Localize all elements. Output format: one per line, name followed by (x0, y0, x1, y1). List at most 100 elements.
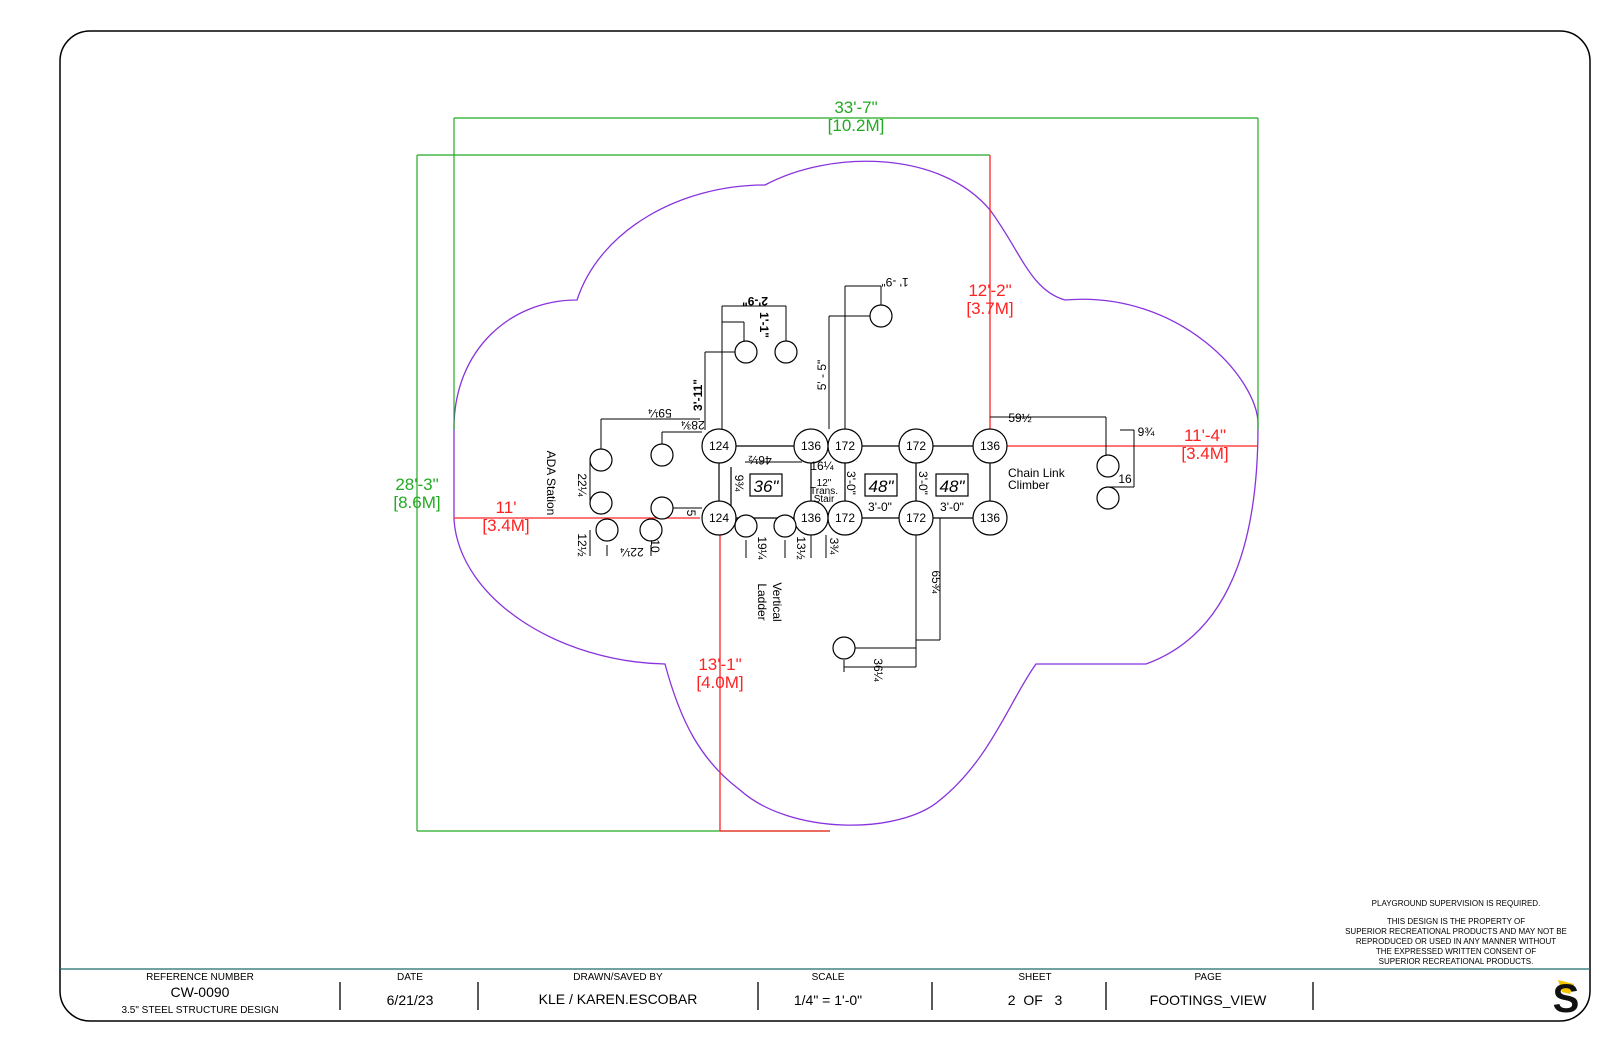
measure-5-5: 5' - 5" (815, 360, 829, 391)
svg-text:36": 36" (754, 477, 780, 496)
label-stair: Stair (814, 494, 835, 505)
deck-36: 36" (749, 473, 783, 497)
component-footings (589, 304, 1120, 660)
measure-1-1: 1'-1" (757, 312, 771, 338)
measure-59-quarter: 59¼ (647, 406, 671, 420)
sheet-value: 2 OF 3 (1008, 992, 1063, 1008)
svg-text:136: 136 (801, 511, 821, 525)
measure-28-3q: 28¾ (680, 418, 704, 432)
measure-3-0-c: 3'-0" (844, 471, 858, 495)
label-climber: Climber (1008, 478, 1049, 492)
measure-46-half: 46½ (748, 453, 771, 467)
overall-depth-dimension (416, 154, 990, 832)
overall-depth-ft: 28'-3" (395, 475, 438, 494)
safety-zone-outline (453, 160, 1259, 826)
measure-22-quarter-a: 22¼ (575, 473, 589, 497)
top-zone-ft: 12'-2" (968, 281, 1011, 300)
measure-3-0-d: 3'-0" (916, 471, 930, 495)
post-124-bottom: 124 (701, 500, 737, 536)
deck-48-a: 48" (864, 473, 898, 497)
label-chain-link: Chain Link (1008, 466, 1066, 480)
measure-59-half: 59½ (1008, 411, 1031, 425)
post-136-bottom-b: 136 (972, 500, 1008, 536)
note-property-5: SUPERIOR RECREATIONAL PRODUCTS. (1379, 957, 1534, 966)
measure-16: 16 (1118, 472, 1132, 486)
ref-number-value: CW-0090 (171, 984, 230, 1000)
overall-depth-m: [8.6M] (393, 493, 440, 512)
post-172-top-b: 172 (898, 428, 934, 464)
left-zone-ft: 11' (496, 498, 517, 517)
note-supervision: PLAYGROUND SUPERVISION IS REQUIRED. (1372, 899, 1541, 908)
measure-36-quarter: 36¼ (871, 658, 885, 682)
bottom-zone-m: [4.0M] (696, 673, 743, 692)
measure-10: 10 (648, 539, 662, 553)
note-property-3: REPRODUCED OR USED IN ANY MANNER WITHOUT (1356, 937, 1556, 946)
scale-label: SCALE (812, 972, 845, 983)
scale-value: 1/4" = 1'-0" (794, 992, 862, 1008)
title-block: REFERENCE NUMBER CW-0090 3.5" STEEL STRU… (121, 972, 1314, 1016)
measure-13-half: 13½ (794, 536, 808, 559)
measure-3-0-b: 3'-0" (940, 500, 964, 514)
label-vertical: Vertical (770, 582, 784, 621)
svg-text:172: 172 (906, 511, 926, 525)
svg-text:136: 136 (980, 511, 1000, 525)
page-value: FOOTINGS_VIEW (1150, 992, 1267, 1008)
post-136-bottom-a: 136 (793, 500, 829, 536)
svg-text:136: 136 (801, 439, 821, 453)
bottom-zone-ft: 13'-1" (698, 655, 741, 674)
sheet-label: SHEET (1018, 972, 1051, 983)
date-label: DATE (397, 972, 423, 983)
measure-22-quarter-b: 22¼ (619, 545, 643, 559)
post-136-top-a: 136 (793, 428, 829, 464)
right-zone-ft: 11'-4" (1184, 426, 1226, 445)
measure-3-11: 3'-11" (691, 379, 705, 411)
measurement-lines (589, 285, 1135, 672)
post-172-bottom-b: 172 (898, 500, 934, 536)
post-172-top-a: 172 (827, 428, 863, 464)
svg-text:136: 136 (980, 439, 1000, 453)
ref-number-sub: 3.5" STEEL STRUCTURE DESIGN (121, 1005, 278, 1016)
measure-5: 5 (684, 510, 698, 517)
top-zone-m: [3.7M] (966, 299, 1013, 318)
overall-width-m: [10.2M] (828, 116, 885, 135)
svg-text:172: 172 (835, 511, 855, 525)
label-ada-station: ADA Station (544, 451, 558, 516)
svg-text:S: S (1553, 977, 1580, 1021)
post-124-top: 124 (701, 428, 737, 464)
measure-65-3q: 65¾ (929, 570, 943, 594)
label-trans: Trans. (810, 486, 838, 497)
measure-1-9: 1' -9" (881, 275, 908, 289)
label-ladder: Ladder (755, 583, 769, 620)
measure-3-0-a: 3'-0" (868, 500, 892, 514)
sheet-border (59, 30, 1591, 1022)
overall-width-dimension (453, 117, 1259, 430)
drawn-label: DRAWN/SAVED BY (573, 972, 663, 983)
ref-number-label: REFERENCE NUMBER (146, 972, 254, 983)
right-zone-m: [3.4M] (1181, 444, 1228, 463)
label-trans-12: 12" (817, 478, 832, 489)
svg-text:48": 48" (940, 477, 966, 496)
measure-3-3q: 3¾ (827, 538, 841, 556)
post-172-bottom-a: 172 (827, 500, 863, 536)
note-property-1: THIS DESIGN IS THE PROPERTY OF (1387, 917, 1525, 926)
svg-text:172: 172 (835, 439, 855, 453)
measure-16-quarter: 16¼ (810, 459, 834, 473)
measure-9-3q: 9¾ (1138, 425, 1156, 439)
measure-19-quarter: 19¼ (755, 536, 769, 560)
svg-text:124: 124 (709, 439, 729, 453)
superior-logo: S (1553, 977, 1580, 1021)
page-label: PAGE (1194, 972, 1221, 983)
use-zone-dimensions (454, 155, 1258, 832)
svg-text:48": 48" (869, 477, 895, 496)
deck-48-b: 48" (935, 473, 969, 497)
note-property-2: SUPERIOR RECREATIONAL PRODUCTS AND MAY N… (1345, 927, 1567, 936)
svg-text:172: 172 (906, 439, 926, 453)
note-property-4: THE EXPRESSED WRITTEN CONSENT OF (1376, 947, 1536, 956)
date-value: 6/21/23 (387, 992, 434, 1008)
svg-text:124: 124 (709, 511, 729, 525)
drawn-value: KLE / KAREN.ESCOBAR (539, 991, 698, 1007)
measure-2-9: 2'-9" (742, 294, 768, 308)
post-136-top-b: 136 (972, 428, 1008, 464)
overall-width-ft: 33'-7" (834, 98, 877, 117)
